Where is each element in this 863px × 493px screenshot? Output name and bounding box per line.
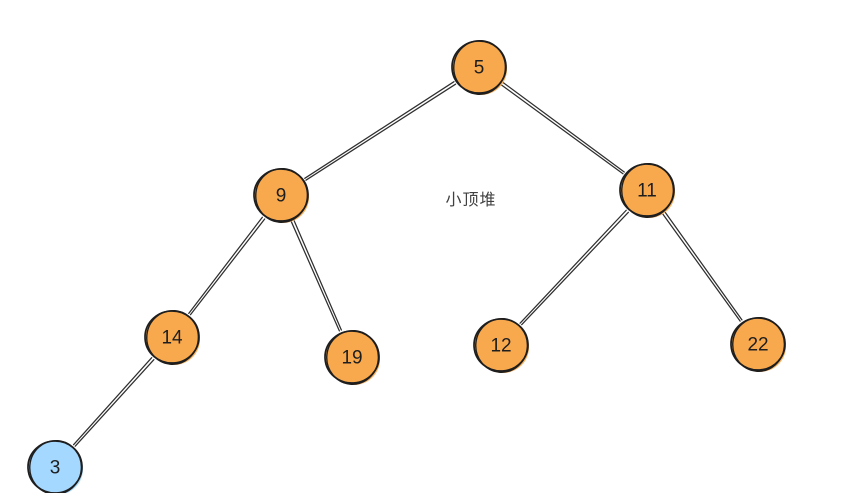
- tree-edge-11-22: [662, 211, 743, 322]
- tree-node-14: 14: [144, 309, 200, 365]
- tree-edge-9-14: [188, 216, 266, 316]
- tree-node-9: 9: [253, 167, 309, 223]
- tree-node-value-19: 19: [341, 348, 362, 369]
- tree-node-value-22: 22: [747, 335, 768, 356]
- tree-edge-9-19: [290, 220, 342, 332]
- tree-node-value-3: 3: [50, 458, 61, 479]
- tree-edge-14-3: [72, 357, 155, 447]
- diagram-label: 小顶堆: [445, 192, 497, 209]
- tree-edge-5-9: [304, 81, 457, 181]
- tree-node-11: 11: [619, 162, 675, 218]
- tree-node-value-9: 9: [276, 186, 287, 207]
- tree-node-value-12: 12: [490, 336, 511, 357]
- tree-node-19: 19: [324, 329, 380, 385]
- tree-node-3: 3: [27, 439, 83, 493]
- tree-node-22: 22: [730, 316, 786, 372]
- tree-node-12: 12: [473, 317, 529, 373]
- tree-node-5: 5: [451, 39, 507, 95]
- tree-node-value-11: 11: [637, 181, 657, 202]
- tree-edge-5-11: [501, 82, 625, 175]
- tree-node-value-5: 5: [474, 58, 485, 79]
- tree-edge-11-12: [519, 209, 629, 326]
- tree-node-value-14: 14: [161, 328, 183, 349]
